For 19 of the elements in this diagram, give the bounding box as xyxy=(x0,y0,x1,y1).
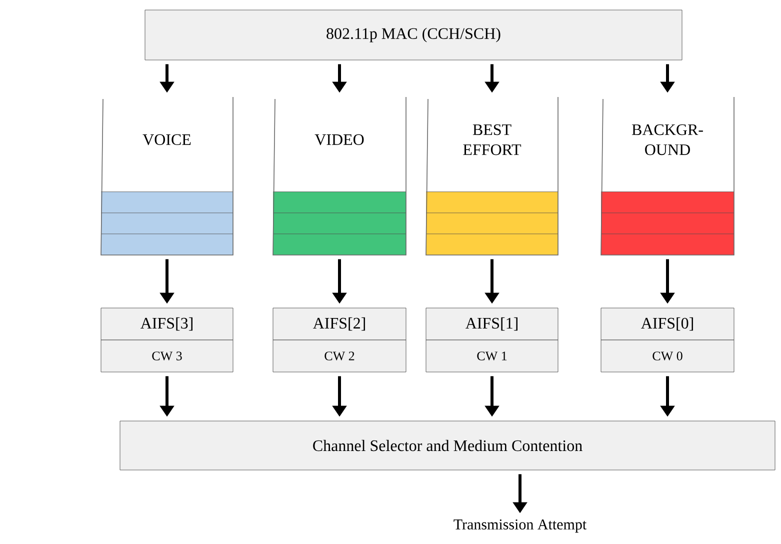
aifs-box: AIFS[2] xyxy=(272,308,406,340)
node-label: BEST EFFORT xyxy=(463,124,522,156)
queue-drawing: BACKGR- OUND xyxy=(600,96,734,256)
queue-drawing: VOICE xyxy=(100,96,234,256)
aifs-box: AIFS[3] xyxy=(100,308,234,340)
queue-drawing: BEST EFFORT xyxy=(426,96,558,256)
cw-box: CW 1 xyxy=(426,340,558,372)
aifs-box: AIFS[0] xyxy=(600,308,734,340)
queue-drawing: VIDEO xyxy=(272,96,406,256)
node-label: VIDEO xyxy=(314,134,364,146)
cw-box: CW 3 xyxy=(100,340,234,372)
cw-box: CW 0 xyxy=(600,340,734,372)
cw-box: CW 2 xyxy=(272,340,406,372)
node-label: VOICE xyxy=(142,134,191,146)
node-label: BACKGR- OUND xyxy=(632,124,703,156)
process-box: Channel Selector and Medium Contention xyxy=(120,420,776,470)
output-text: Transmission Attempt xyxy=(454,519,587,533)
aifs-box: AIFS[1] xyxy=(426,308,558,340)
process-box: 802.11p MAC (CCH/SCH) xyxy=(144,10,682,60)
